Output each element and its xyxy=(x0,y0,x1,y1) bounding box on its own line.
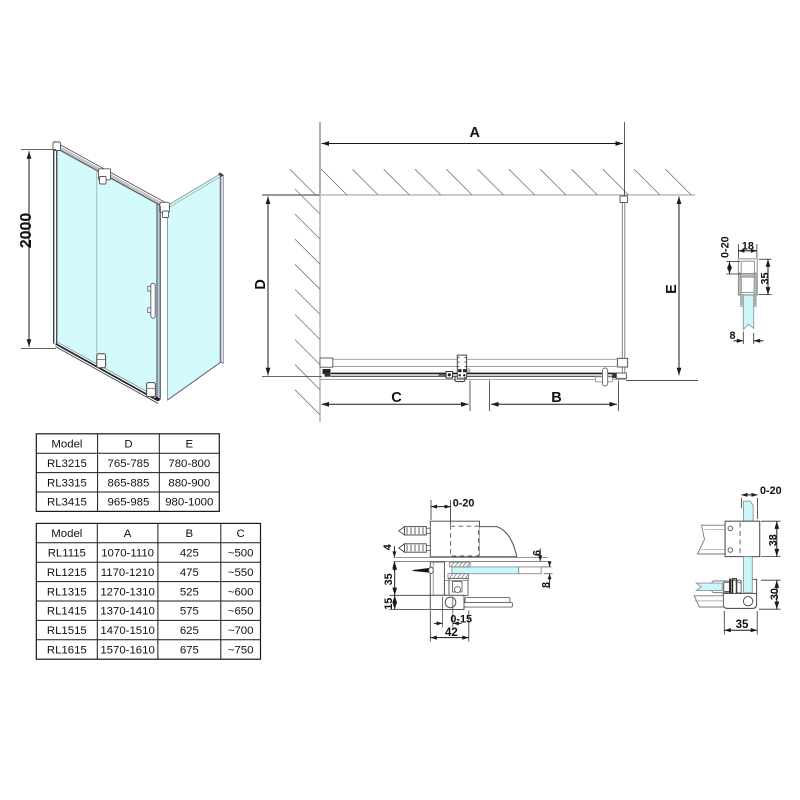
svg-text:~600: ~600 xyxy=(228,586,254,598)
svg-text:8: 8 xyxy=(729,330,735,342)
svg-text:E: E xyxy=(664,284,680,294)
svg-text:0-20: 0-20 xyxy=(453,498,475,510)
svg-text:RL3215: RL3215 xyxy=(47,458,87,470)
svg-text:0-15: 0-15 xyxy=(450,614,472,626)
svg-text:1570-1610: 1570-1610 xyxy=(100,644,154,656)
svg-text:1270-1310: 1270-1310 xyxy=(100,586,154,598)
svg-text:B: B xyxy=(551,390,561,406)
svg-text:Model: Model xyxy=(51,528,82,540)
svg-text:B: B xyxy=(186,528,194,540)
svg-text:D: D xyxy=(253,279,269,289)
svg-text:18: 18 xyxy=(742,240,754,252)
svg-text:2000: 2000 xyxy=(18,213,35,249)
svg-text:38: 38 xyxy=(768,534,780,546)
svg-text:~550: ~550 xyxy=(228,567,254,579)
svg-text:A: A xyxy=(124,528,132,540)
svg-text:15: 15 xyxy=(383,598,395,610)
svg-text:RL1215: RL1215 xyxy=(47,567,87,579)
svg-text:8: 8 xyxy=(540,582,552,588)
svg-text:RL3315: RL3315 xyxy=(47,477,87,489)
svg-text:35: 35 xyxy=(736,619,749,631)
svg-text:765-785: 765-785 xyxy=(108,458,150,470)
svg-text:0-20: 0-20 xyxy=(719,236,731,258)
svg-text:965-985: 965-985 xyxy=(108,497,150,509)
svg-text:30: 30 xyxy=(769,588,781,600)
svg-text:575: 575 xyxy=(180,606,199,618)
svg-text:~650: ~650 xyxy=(228,606,254,618)
svg-text:525: 525 xyxy=(180,586,199,598)
svg-text:RL1315: RL1315 xyxy=(47,586,87,598)
svg-text:35: 35 xyxy=(759,272,771,284)
svg-text:42: 42 xyxy=(445,627,458,639)
svg-text:E: E xyxy=(185,438,193,450)
svg-text:1370-1410: 1370-1410 xyxy=(100,606,154,618)
svg-text:~700: ~700 xyxy=(228,625,254,637)
svg-text:0-20: 0-20 xyxy=(760,485,782,497)
svg-text:RL1515: RL1515 xyxy=(47,625,87,637)
svg-text:1170-1210: 1170-1210 xyxy=(101,567,155,579)
svg-text:RL1115: RL1115 xyxy=(48,547,86,559)
svg-text:475: 475 xyxy=(180,567,199,579)
svg-text:~500: ~500 xyxy=(228,547,254,559)
svg-text:6: 6 xyxy=(532,550,544,556)
svg-text:Model: Model xyxy=(51,438,82,450)
svg-text:780-800: 780-800 xyxy=(168,458,210,470)
svg-text:865-885: 865-885 xyxy=(108,477,150,489)
svg-text:~750: ~750 xyxy=(228,644,254,656)
svg-text:880-900: 880-900 xyxy=(168,477,210,489)
svg-text:625: 625 xyxy=(180,625,199,637)
svg-text:RL1415: RL1415 xyxy=(47,606,87,618)
svg-text:4: 4 xyxy=(382,544,394,550)
svg-text:A: A xyxy=(470,125,481,141)
svg-text:980-1000: 980-1000 xyxy=(165,497,213,509)
svg-text:C: C xyxy=(391,390,402,406)
svg-text:RL3415: RL3415 xyxy=(47,497,87,509)
svg-text:1470-1510: 1470-1510 xyxy=(100,625,154,637)
svg-text:425: 425 xyxy=(180,547,199,559)
svg-text:1070-1110: 1070-1110 xyxy=(101,547,154,559)
svg-text:35: 35 xyxy=(383,573,395,585)
svg-text:RL1615: RL1615 xyxy=(47,644,87,656)
svg-text:C: C xyxy=(237,528,245,540)
svg-text:675: 675 xyxy=(180,644,199,656)
svg-text:D: D xyxy=(124,438,132,450)
